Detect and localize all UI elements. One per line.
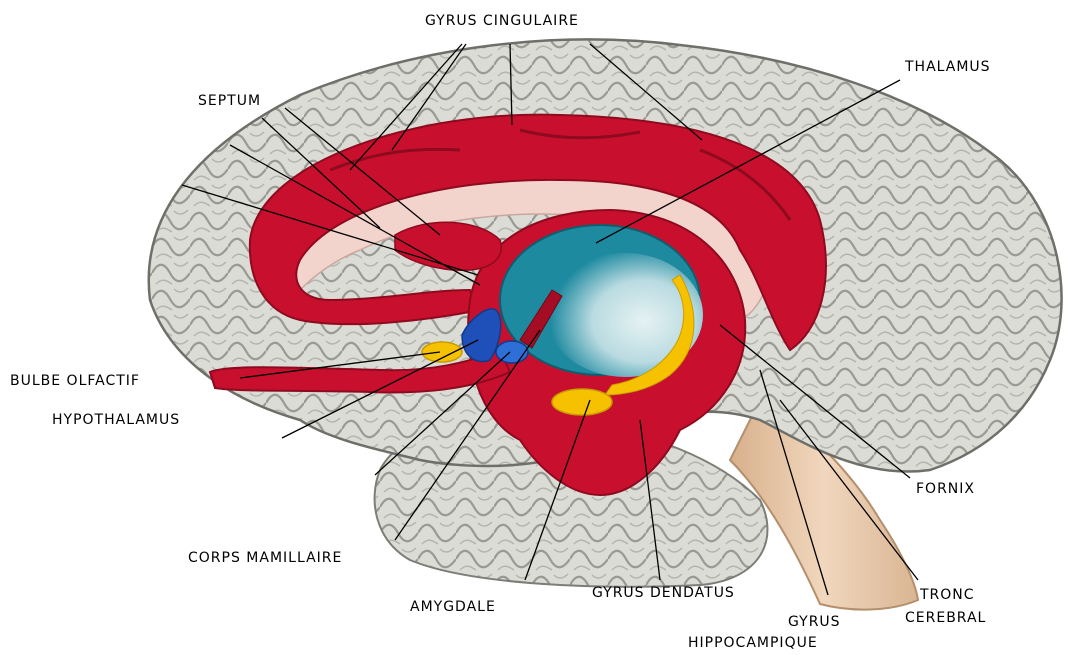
label-gyrus-dendatus: GYRUS DENDATUS bbox=[592, 584, 735, 602]
label-hypothalamus: HYPOTHALAMUS bbox=[52, 411, 180, 429]
amygdala-shape bbox=[552, 389, 612, 415]
olfactory-bulb-shape bbox=[422, 342, 462, 362]
label-gyrus-hippocampique-line1: GYRUS bbox=[788, 613, 841, 631]
label-bulbe-olfactif: BULBE OLFACTIF bbox=[10, 372, 140, 390]
label-gyrus-cingulaire: GYRUS CINGULAIRE bbox=[425, 12, 579, 30]
label-amygdale: AMYGDALE bbox=[410, 598, 496, 616]
label-gyrus-hippocampique-line2: HIPPOCAMPIQUE bbox=[688, 634, 818, 652]
label-fornix: FORNIX bbox=[916, 480, 975, 498]
label-thalamus: THALAMUS bbox=[905, 58, 991, 76]
label-tronc-cerebral-line1: TRONC bbox=[920, 586, 975, 604]
label-septum: SEPTUM bbox=[198, 92, 261, 110]
label-corps-mamillaire: CORPS MAMILLAIRE bbox=[188, 549, 342, 567]
label-tronc-cerebral-line2: CEREBRAL bbox=[905, 609, 986, 627]
